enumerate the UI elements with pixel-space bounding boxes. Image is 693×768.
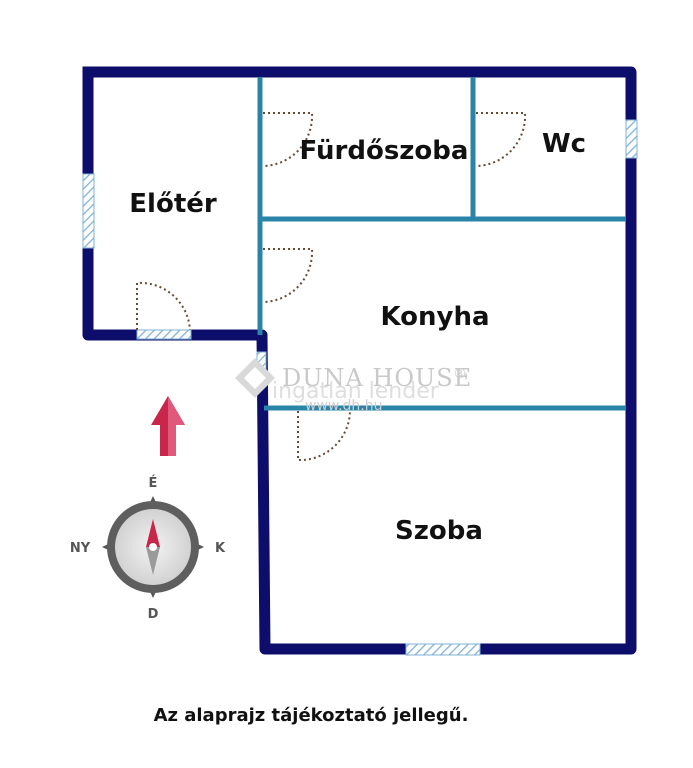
room-label-szoba: Szoba: [395, 516, 483, 546]
window-eloter: [82, 173, 95, 249]
watermark-logo-icon: [235, 358, 275, 398]
window-door-entrance: [136, 329, 192, 340]
room-label-wc: Wc: [542, 129, 586, 159]
compass-icon: É NY K D: [70, 475, 226, 622]
watermark-url: www.dh.hu: [305, 398, 382, 414]
compass-east-label: K: [215, 541, 226, 556]
window-wc: [625, 119, 638, 159]
doors: [136, 112, 527, 462]
outer-walls: [82, 66, 637, 655]
compass-south-label: D: [148, 607, 159, 622]
watermark: DUNA HOUSE ® ingatlan lender www.dh.hu: [235, 358, 472, 414]
door-entrance: [136, 281, 191, 331]
door-konyha: [262, 248, 314, 303]
disclaimer-caption: Az alaprajz tájékoztató jellegű.: [154, 705, 469, 726]
room-label-furdoszoba: Fürdőszoba: [300, 136, 469, 166]
door-wc: [475, 112, 527, 167]
room-label-konyha: Konyha: [380, 302, 489, 332]
inner-walls: [257, 77, 626, 411]
door-szoba: [297, 410, 351, 462]
entrance-arrow-icon: [151, 396, 185, 456]
room-label-eloter: Előtér: [129, 189, 217, 219]
watermark-tagline: ingatlan lender: [272, 379, 440, 404]
compass-west-label: NY: [70, 541, 91, 556]
window-szoba: [405, 643, 481, 656]
watermark-brand: DUNA HOUSE: [282, 364, 472, 392]
watermark-registered: ®: [453, 366, 467, 382]
door-furdoszoba: [262, 112, 314, 167]
compass-north-label: É: [149, 475, 158, 491]
